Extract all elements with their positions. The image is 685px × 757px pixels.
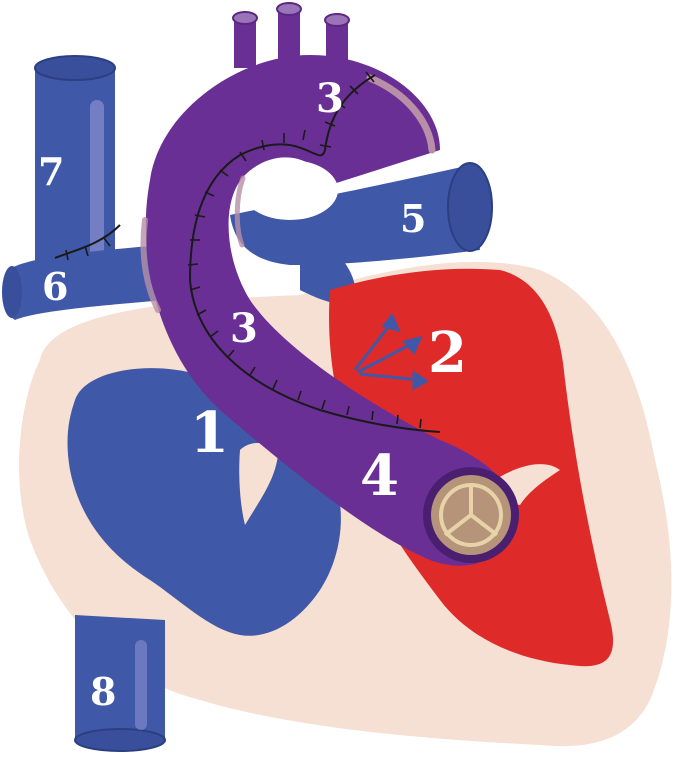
rpa-opening xyxy=(447,162,493,252)
conduit-highlight-outer xyxy=(366,74,436,154)
conduit-highlight-inner xyxy=(234,175,246,248)
main-pulmonary-trunk xyxy=(300,230,356,305)
label-6: 6 xyxy=(42,264,68,309)
label-7: 7 xyxy=(38,149,64,194)
left-pulmonary-artery xyxy=(2,245,166,320)
right-pulmonary-artery xyxy=(230,165,480,265)
ivc-highlight xyxy=(135,640,147,730)
valve-leaflets xyxy=(439,483,503,547)
inferior-vena-cava xyxy=(75,615,165,740)
lpa-opening xyxy=(2,266,22,318)
label-3-top: 3 xyxy=(316,75,344,122)
suture-lines xyxy=(54,71,441,433)
label-1: 1 xyxy=(190,400,229,466)
label-5: 5 xyxy=(400,196,426,241)
label-2: 2 xyxy=(428,320,467,386)
svc-opening xyxy=(34,55,116,81)
conduit-highlight-left xyxy=(140,217,161,313)
arch-inner xyxy=(242,160,338,220)
head-vessels xyxy=(232,2,350,68)
atrium-septum-highlight xyxy=(239,443,278,525)
label-4: 4 xyxy=(360,443,399,509)
label-8: 8 xyxy=(90,669,116,714)
ivc-opening xyxy=(74,728,166,752)
flow-arrows xyxy=(353,313,429,391)
label-3-mid: 3 xyxy=(230,305,258,352)
aortic-conduit xyxy=(145,55,516,566)
